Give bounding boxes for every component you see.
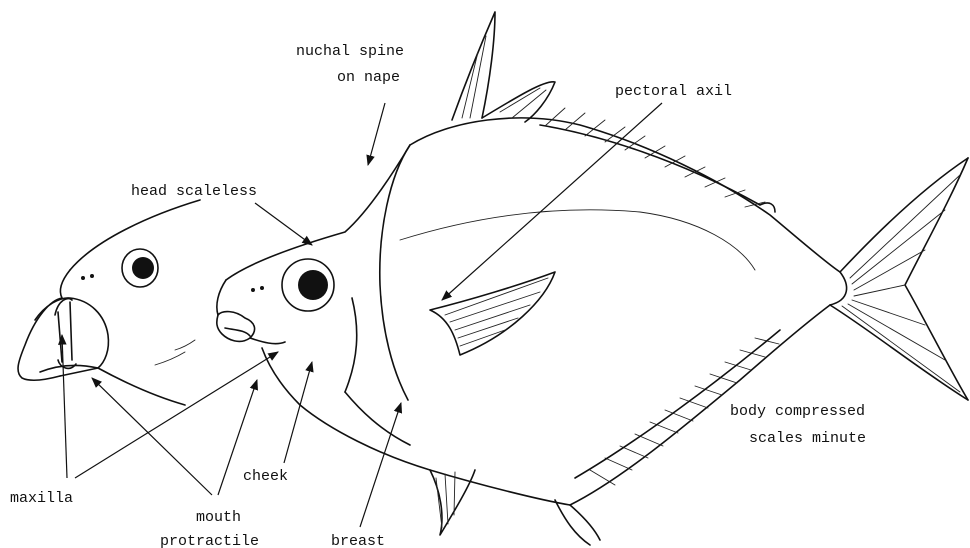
label-body-compressed: body compressed <box>730 403 865 420</box>
label-breast: breast <box>331 533 385 548</box>
arrow-maxilla-main <box>75 352 278 478</box>
pointer-arrows <box>62 103 662 527</box>
arrow-pectoral-axil <box>442 103 662 300</box>
arrow-breast <box>360 403 401 527</box>
label-maxilla: maxilla <box>10 490 73 507</box>
label-nuchal-spine: nuchal spine <box>296 43 404 60</box>
label-scales-minute: scales minute <box>749 430 866 447</box>
label-pectoral-axil: pectoral axil <box>615 83 732 100</box>
label-mouth: mouth <box>196 509 241 526</box>
pelvic-fin-drawing <box>430 470 475 535</box>
arrow-head-scaleless <box>255 203 312 245</box>
label-head-scaleless: head scaleless <box>131 183 257 200</box>
arrow-cheek <box>284 362 312 463</box>
arrow-mouth-inset <box>92 378 212 495</box>
arrow-maxilla-inset <box>62 335 67 478</box>
label-on-nape: on nape <box>337 69 400 86</box>
inset-head-drawing <box>18 200 200 405</box>
label-cheek: cheek <box>243 468 288 485</box>
pectoral-fin-drawing <box>430 272 555 355</box>
arrow-nuchal-spine <box>368 103 385 165</box>
anal-fin-drawing <box>555 330 780 545</box>
dorsal-fin-drawing <box>452 12 775 212</box>
label-protractile: protractile <box>160 533 259 548</box>
caudal-fin-drawing <box>830 158 968 400</box>
